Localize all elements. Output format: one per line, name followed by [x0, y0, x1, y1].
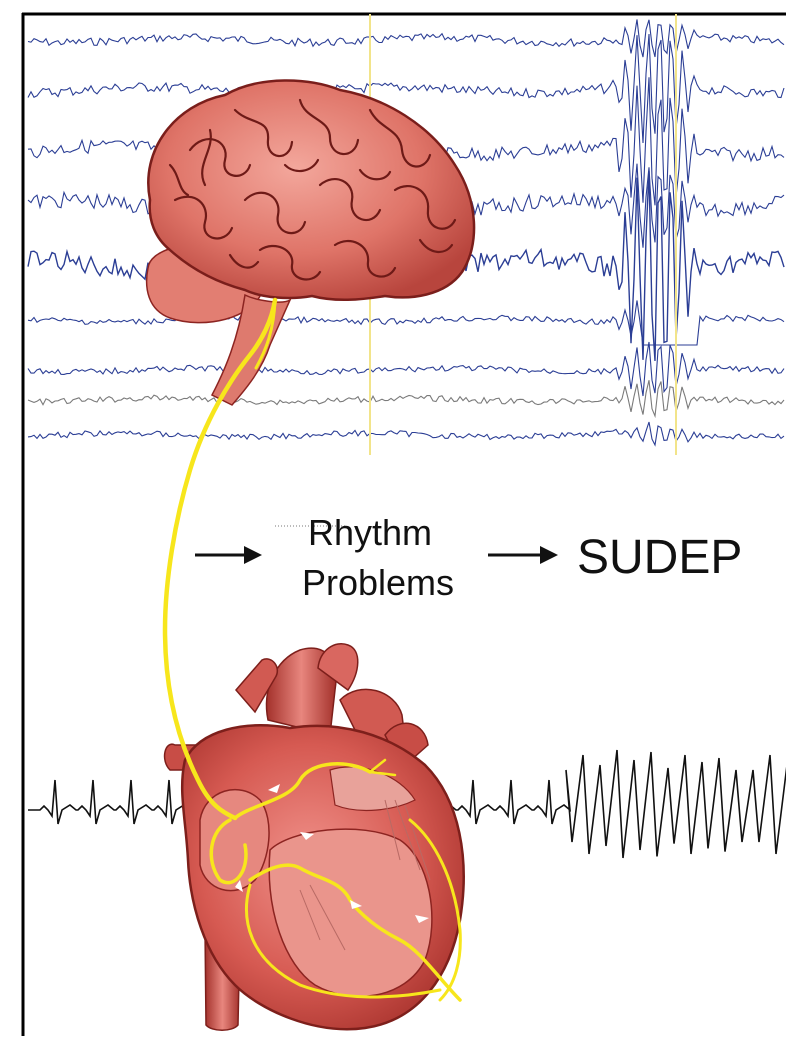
eeg-channel-trace	[28, 422, 784, 445]
sudep-label: SUDEP	[577, 531, 742, 584]
rhythm-label-line2: Problems	[302, 562, 454, 603]
eeg-channel-trace	[28, 380, 784, 416]
eeg-channel-trace	[28, 300, 784, 345]
heart-icon	[165, 644, 464, 1031]
arrow-right-icon	[488, 546, 558, 564]
rhythm-label-line1: Rhythm	[308, 512, 432, 553]
eeg-channel-trace	[28, 20, 784, 58]
arrow-right-icon	[195, 546, 262, 564]
brain-icon	[147, 80, 474, 405]
eeg-channel-trace	[28, 342, 784, 396]
